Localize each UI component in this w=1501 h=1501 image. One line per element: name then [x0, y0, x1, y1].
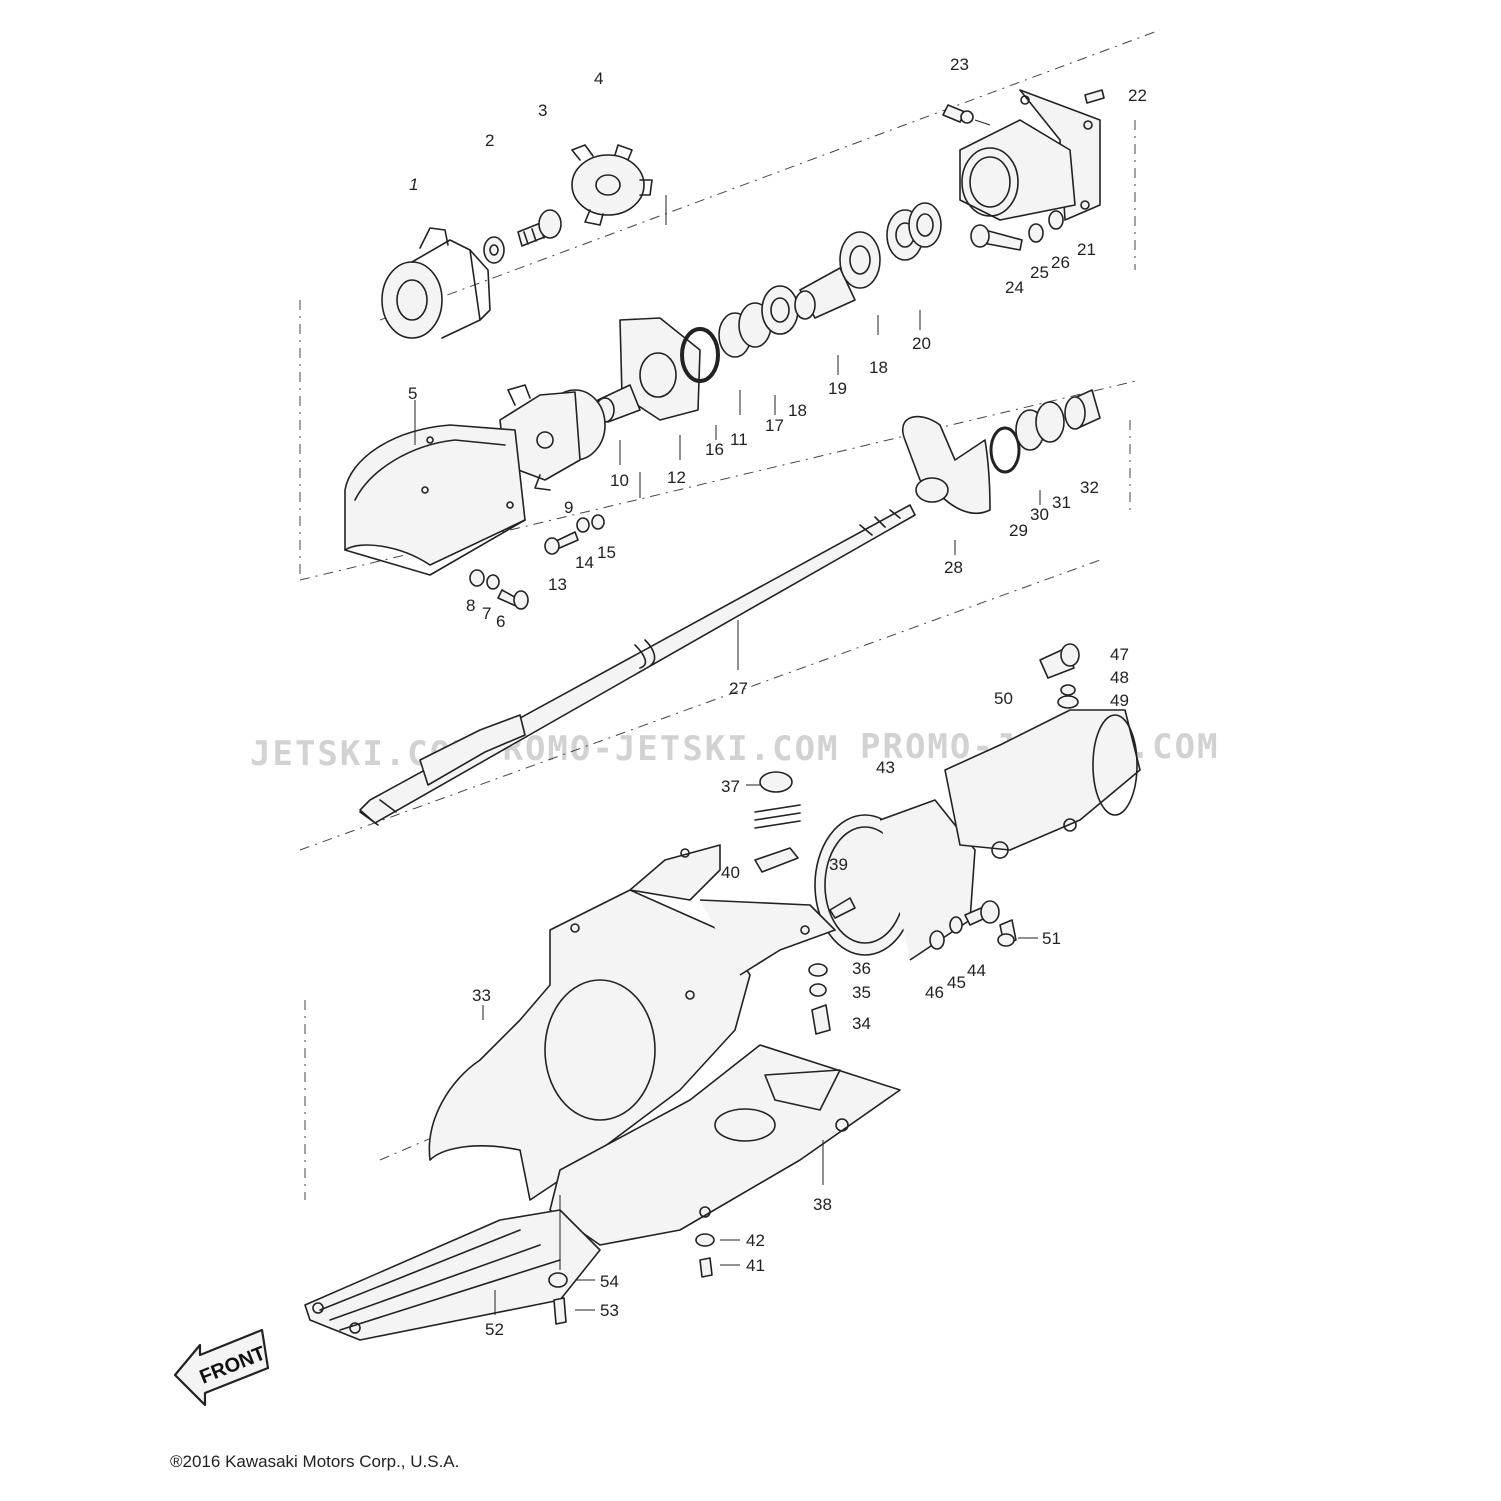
callout-48: 48 [1110, 668, 1129, 687]
watermark-middle: PROMO-JETSKI.COM [480, 729, 840, 769]
copyright-text: ®2016 Kawasaki Motors Corp., U.S.A. [170, 1452, 460, 1471]
callout-51: 51 [1042, 929, 1061, 948]
callout-39: 39 [829, 855, 848, 874]
part-screw-51 [997, 919, 1017, 947]
callout-30: 30 [1030, 505, 1049, 524]
callout-1: 1 [409, 175, 418, 194]
part-bolt-3 [517, 209, 562, 247]
callout-40: 40 [721, 863, 740, 882]
part-fitting-39 [829, 897, 856, 919]
part-bolt-24 [970, 224, 1023, 251]
callout-20: 20 [912, 334, 931, 353]
callout-4: 4 [594, 69, 603, 88]
callout-23: 23 [950, 55, 969, 74]
part-clip-40 [754, 847, 799, 873]
callout-16: 16 [705, 440, 724, 459]
callout-26: 26 [1051, 253, 1070, 272]
callout-6: 6 [496, 612, 505, 631]
part-circlip-16 [680, 327, 720, 383]
callout-13: 13 [548, 575, 567, 594]
front-arrow-icon: FRONT [173, 1328, 270, 1407]
callout-3: 3 [538, 101, 547, 120]
callout-22: 22 [1128, 86, 1147, 105]
callout-35: 35 [852, 983, 871, 1002]
part-seals-29-32 [989, 389, 1101, 474]
callout-15: 15 [597, 543, 616, 562]
part-housing-21 [959, 89, 1101, 221]
callout-5: 5 [408, 384, 417, 403]
part-pump-housing-43 [814, 799, 976, 961]
part-bearing-18 [839, 231, 881, 289]
callout-14: 14 [575, 553, 594, 572]
callout-44: 44 [967, 961, 986, 980]
part-frame-33 [428, 844, 836, 1201]
callout-36: 36 [852, 959, 871, 978]
part-grease-nipple-23 [942, 104, 991, 126]
callout-46: 46 [925, 983, 944, 1002]
callout-52: 52 [485, 1320, 504, 1339]
part-drive-shaft-27 [359, 504, 916, 826]
callout-28: 28 [944, 558, 963, 577]
callout-53: 53 [600, 1301, 619, 1320]
callout-42: 42 [746, 1231, 765, 1250]
part-washer-2 [483, 236, 505, 264]
callout-19: 19 [828, 379, 847, 398]
callout-leaders [414, 310, 1041, 1315]
callout-10: 10 [610, 471, 629, 490]
callout-11: 11 [730, 430, 748, 449]
callout-41: 41 [746, 1256, 765, 1275]
callout-9: 9 [564, 498, 573, 517]
part-bolt-washers-6-7-8 [469, 569, 529, 610]
part-washers-25-26 [1028, 210, 1064, 243]
callout-47: 47 [1110, 645, 1129, 664]
callout-45: 45 [947, 973, 966, 992]
part-nut-washers-34-36 [808, 963, 831, 1035]
callout-34: 34 [852, 1014, 871, 1033]
callout-7: 7 [482, 604, 491, 623]
part-nozzle-50 [944, 709, 1141, 859]
callout-27: 27 [729, 679, 748, 698]
part-grate-52 [304, 1209, 601, 1341]
callout-17: 17 [765, 416, 784, 435]
callout-33: 33 [472, 986, 491, 1005]
part-seals-11-17-18 [718, 285, 799, 358]
callout-37: 37 [721, 777, 740, 796]
callout-21: 21 [1077, 240, 1096, 259]
callout-50: 50 [994, 689, 1013, 708]
callout-49: 49 [1110, 691, 1129, 710]
part-coupling-1 [381, 227, 491, 339]
callout-2: 2 [485, 131, 494, 150]
callout-43: 43 [876, 758, 895, 777]
part-screws-41-42-53-54 [548, 1233, 715, 1325]
part-impeller-28 [902, 415, 991, 515]
callout-labels: 1 2 3 4 5 6 7 8 9 10 11 12 13 14 15 16 1… [408, 55, 1147, 1339]
watermark: JETSKI.COM PROMO-JETSKI.COM PROMO-JETSKI… [250, 727, 1218, 774]
callout-18-upper: 18 [869, 358, 888, 377]
callout-8: 8 [466, 596, 475, 615]
callout-32: 32 [1080, 478, 1099, 497]
part-damper-4 [571, 144, 653, 226]
callout-12: 12 [667, 468, 686, 487]
callout-24: 24 [1005, 278, 1024, 297]
part-cover-5 [344, 424, 526, 576]
part-bearing-housing-12 [595, 317, 701, 423]
part-pin-22 [1084, 89, 1105, 104]
part-cap-37 [754, 771, 801, 829]
part-fitting-47-49 [1039, 643, 1080, 709]
part-bolt-washers-44-46 [929, 900, 1000, 950]
part-collar-19 [794, 267, 856, 320]
callout-29: 29 [1009, 521, 1028, 540]
callout-38: 38 [813, 1195, 832, 1214]
callout-31: 31 [1052, 493, 1071, 512]
part-bolt-washers-13-14-15 [544, 514, 605, 555]
callout-54: 54 [600, 1272, 619, 1291]
part-bearing-20 [886, 202, 942, 261]
callout-25: 25 [1030, 263, 1049, 282]
callout-18-lower: 18 [788, 401, 807, 420]
